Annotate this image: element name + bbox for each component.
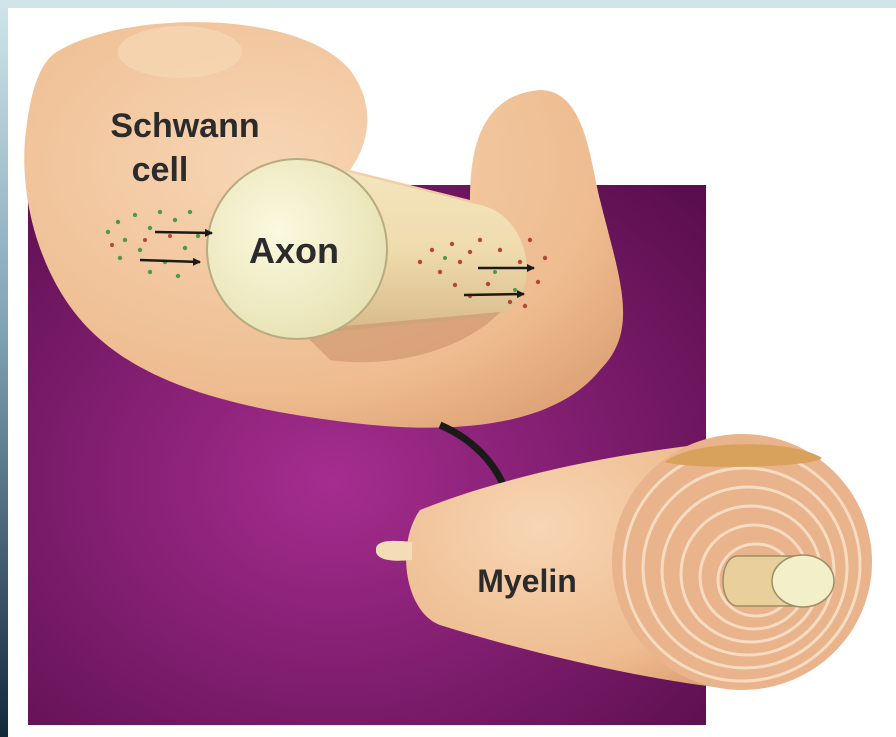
schwann-nucleus <box>118 26 242 78</box>
arrow-left-upper <box>155 232 212 233</box>
axon-label: Axon <box>249 230 339 271</box>
schwann-label-line2: cell <box>132 151 189 189</box>
arrow-right-lower <box>464 294 524 295</box>
myelin-axon-stub <box>376 541 412 561</box>
frame-top-bar <box>0 0 896 8</box>
myelin-label: Myelin <box>477 563 577 599</box>
frame-left-bar <box>0 0 8 737</box>
myelin-inner-axon <box>723 555 834 607</box>
schwann-label-line1: Schwann <box>110 107 259 145</box>
